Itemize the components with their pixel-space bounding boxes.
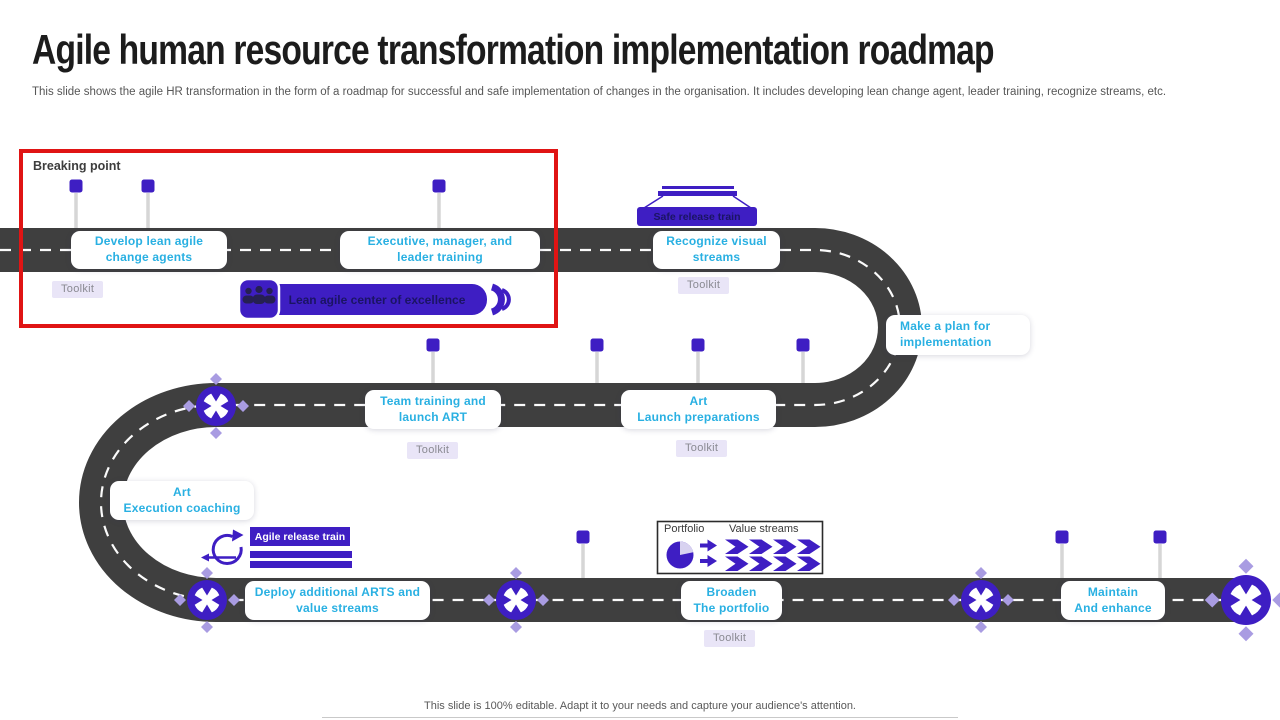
milestone-label-line: The portfolio: [693, 600, 770, 615]
milestone-label-line: Team training and: [380, 393, 486, 408]
marker-pin: [574, 528, 592, 585]
breaking-point-label: Breaking point: [33, 159, 121, 173]
milestone-label-line: Recognize visual: [666, 234, 767, 249]
milestone-label-line: Develop lean agile: [94, 234, 204, 249]
end-node: [1204, 558, 1280, 642]
toolkit-badge: Toolkit: [678, 277, 730, 294]
breaking-point-highlight-box: [19, 149, 558, 328]
milestone-label-line: Execution coaching: [123, 500, 241, 515]
track-bar: [250, 551, 352, 558]
people-icon: [242, 285, 276, 304]
milestone-label-line: leader training: [397, 250, 483, 264]
milestone-label-line: Make a plan for: [900, 319, 991, 334]
milestone-executive-manager-leader-training: Executive, manager, and leader training: [340, 231, 540, 269]
lean-agile-center-banner: [237, 277, 511, 321]
milestone-label-line: Executive, manager, and: [367, 234, 513, 249]
milestone-label-line: Deploy additional ARTS and: [254, 584, 421, 599]
interchange-node: [948, 567, 1014, 633]
milestone-art-launch-preparations: Art Launch preparations: [621, 390, 776, 429]
milestone-develop-lean-agile-change-agents: Develop lean agile change agents: [71, 231, 227, 269]
milestone-label-line: Art: [173, 484, 191, 499]
milestone-team-training-and-launch-art: Team training and launch ART: [365, 390, 501, 429]
banner-pill: [262, 284, 487, 315]
toolkit-badge: Toolkit: [52, 281, 104, 298]
milestone-recognize-visual-streams: Recognize visual streams: [653, 231, 780, 269]
arrow-right-icon: [700, 539, 717, 552]
portfolio-legend-label: Portfolio: [664, 523, 705, 535]
milestone-label-line: launch ART: [398, 409, 468, 424]
milestone-label-line: Maintain: [1087, 584, 1139, 599]
slide-description: This slide shows the agile HR transforma…: [32, 86, 1167, 98]
milestone-broaden-the-portfolio: Broaden The portfolio: [681, 581, 782, 620]
milestone-label-line: value streams: [296, 600, 379, 615]
milestone-label-line: implementation: [900, 335, 992, 349]
marker-pin: [1053, 528, 1071, 585]
art-banner: [250, 527, 350, 546]
interchange-node: [483, 567, 549, 633]
milestone-label-line: And enhance: [1074, 600, 1152, 615]
banner-arc: [501, 288, 511, 311]
milestone-maintain-and-enhance: Maintain And enhance: [1061, 581, 1165, 620]
banner-arc: [490, 283, 505, 316]
marker-pin: [1151, 528, 1169, 585]
lean-agile-center-banner-label: Lean agile center of excellence: [288, 292, 466, 307]
agile-release-train-block: [201, 527, 352, 568]
safe-release-train-banner-label: Safe release train: [653, 210, 741, 223]
milestone-deploy-additional-arts-and-value-streams: Deploy additional ARTS and value streams: [245, 581, 430, 620]
iteration-loop-icon: [201, 529, 244, 565]
toolkit-badge: Toolkit: [704, 630, 756, 647]
bridge-icon: [637, 186, 757, 226]
toolkit-badge: Toolkit: [407, 442, 459, 459]
agile-release-train-banner-label: Agile release train: [254, 530, 346, 543]
milestone-make-a-plan-for-implementation: Make a plan for implementation: [886, 315, 1030, 355]
toolkit-badge: Toolkit: [676, 440, 728, 457]
milestone-label-line: Launch preparations: [637, 409, 760, 424]
milestone-label-line: change agents: [105, 250, 193, 264]
milestone-label-line: streams: [692, 250, 741, 264]
arrow-right-icon: [700, 555, 717, 567]
milestone-label-line: Broaden: [706, 584, 757, 599]
value-streams-legend-label: Value streams: [729, 523, 799, 535]
milestone-art-execution-coaching: Art Execution coaching: [110, 481, 254, 520]
portfolio-legend-box: [656, 520, 824, 575]
footer-divider: [322, 717, 958, 718]
page-title: Agile human resource transformation impl…: [32, 26, 995, 73]
track-bar: [250, 561, 352, 568]
slide-footer-note: This slide is 100% editable. Adapt it to…: [424, 700, 856, 712]
pie-slice: [680, 541, 694, 555]
milestone-label-line: Art: [689, 393, 708, 408]
